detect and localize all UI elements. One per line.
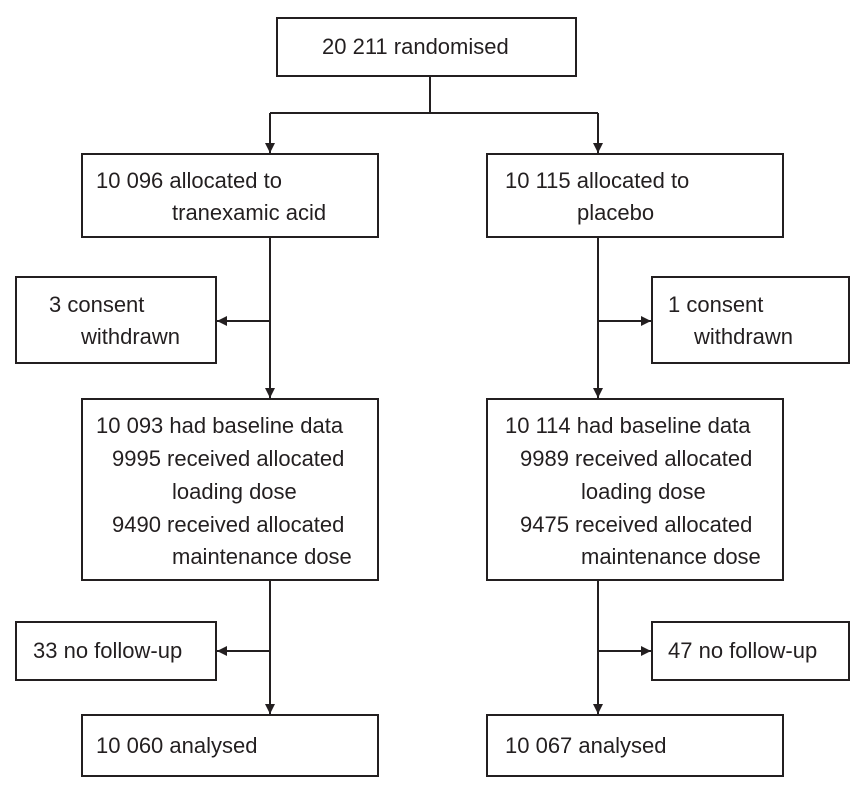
placebo-withdrawn-box: 1 consent withdrawn xyxy=(651,276,850,364)
placebo-baseline-box: 10 114 had baseline data 9989 received a… xyxy=(486,398,784,581)
tranexamic-followup-text: 33 no follow-up xyxy=(33,638,183,663)
tranexamic-analysed-box: 10 060 analysed xyxy=(81,714,379,777)
randomised-text: 20 211 randomised xyxy=(322,34,509,59)
tranexamic-followup-box: 33 no follow-up xyxy=(15,621,217,681)
placebo-analysed-text: 10 067 analysed xyxy=(505,733,667,758)
placebo-allocated-box: 10 115 allocated to placebo xyxy=(486,153,784,238)
placebo-followup-box: 47 no follow-up xyxy=(651,621,850,681)
connector-top-split xyxy=(270,76,598,114)
placebo-loading-line2: loading dose xyxy=(581,479,706,504)
tranexamic-withdrawn-line1: 3 consent xyxy=(49,292,145,317)
tranexamic-baseline-line1: 10 093 had baseline data xyxy=(96,413,344,438)
placebo-followup-text: 47 no follow-up xyxy=(668,638,818,663)
tranexamic-analysed-text: 10 060 analysed xyxy=(96,733,258,758)
tranexamic-maintenance-line1: 9490 received allocated xyxy=(112,512,345,537)
placebo-maintenance-line1: 9475 received allocated xyxy=(520,512,753,537)
placebo-loading-line1: 9989 received allocated xyxy=(520,446,753,471)
tranexamic-maintenance-line2: maintenance dose xyxy=(172,544,352,569)
placebo-baseline-line1: 10 114 had baseline data xyxy=(505,413,751,438)
placebo-withdrawn-line1: 1 consent xyxy=(668,292,764,317)
tranexamic-withdrawn-line2: withdrawn xyxy=(81,324,181,349)
tranexamic-baseline-box: 10 093 had baseline data 9995 received a… xyxy=(81,398,379,581)
randomised-box: 20 211 randomised xyxy=(276,17,577,77)
tranexamic-allocated-line2: tranexamic acid xyxy=(172,200,327,225)
placebo-analysed-box: 10 067 analysed xyxy=(486,714,784,777)
placebo-allocated-line2: placebo xyxy=(577,200,655,225)
tranexamic-allocated-line1: 10 096 allocated to xyxy=(96,168,282,193)
tranexamic-loading-line2: loading dose xyxy=(172,479,297,504)
tranexamic-loading-line1: 9995 received allocated xyxy=(112,446,345,471)
placebo-allocated-line1: 10 115 allocated to xyxy=(505,168,690,193)
placebo-maintenance-line2: maintenance dose xyxy=(581,544,761,569)
tranexamic-allocated-box: 10 096 allocated to tranexamic acid xyxy=(81,153,379,238)
placebo-withdrawn-line2: withdrawn xyxy=(694,324,794,349)
tranexamic-withdrawn-box: 3 consent withdrawn xyxy=(15,276,217,364)
